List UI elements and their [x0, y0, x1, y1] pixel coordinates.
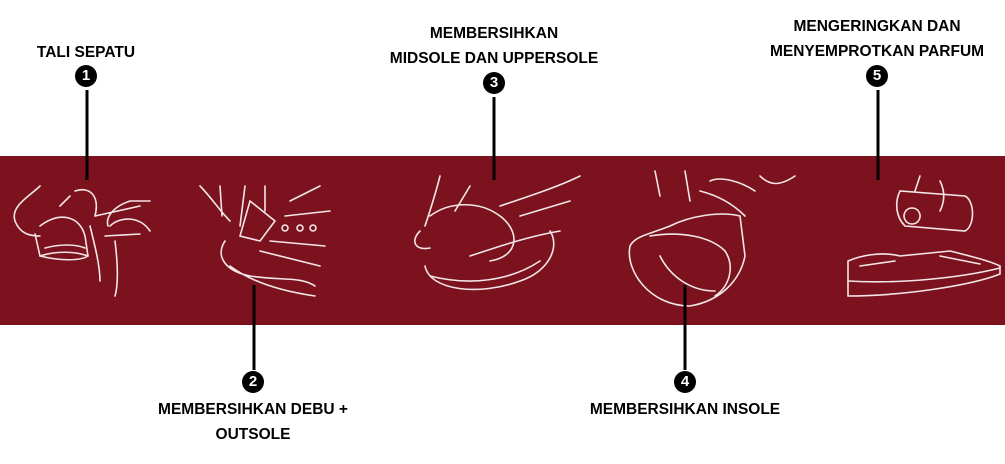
- step-4-number-badge: 4: [674, 371, 696, 393]
- lacing-shoe-illustration: [13, 185, 151, 297]
- step-1-number-badge: 1: [75, 65, 97, 87]
- step-2-connector-line: [252, 285, 256, 370]
- maroon-band: [0, 156, 1005, 325]
- step-1-connector-line: [85, 90, 89, 180]
- step-4-connector-line: [683, 285, 687, 370]
- drying-perfume-illustration: [847, 175, 1001, 297]
- cleaning-insole-illustration: [628, 170, 796, 307]
- step-5-connector-line: [876, 90, 880, 180]
- step-2-title: MEMBERSIHKAN DEBU +OUTSOLE: [158, 401, 348, 443]
- step-1-title: TALI SEPATU: [36, 44, 136, 61]
- step-illustrations: [13, 170, 1001, 307]
- step-2-number-badge: 2: [242, 371, 264, 393]
- step-3-number-badge: 3: [483, 72, 505, 94]
- step-3-connector-line: [492, 97, 496, 180]
- step-4-title: MEMBERSIHKAN INSOLE: [589, 401, 781, 418]
- brushing-outsole-illustration: [199, 185, 331, 297]
- cleaning-midsole-illustration: [414, 175, 581, 291]
- step-5-number-badge: 5: [866, 65, 888, 87]
